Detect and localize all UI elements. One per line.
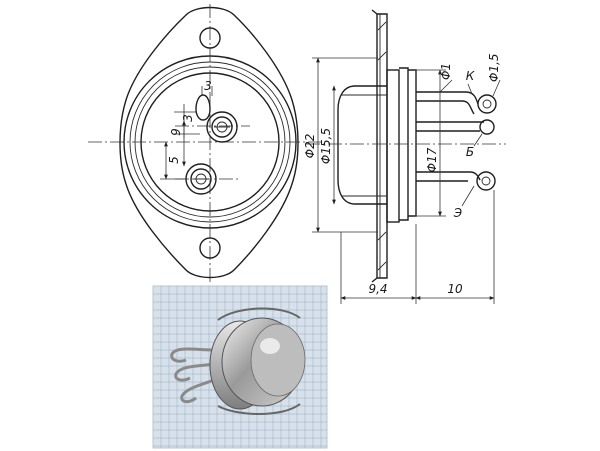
side-hatch <box>377 21 387 271</box>
lead-emitter <box>416 171 496 191</box>
dim-label-body-diameter: Φ17 <box>425 147 439 172</box>
dim-label-pad-width: 3 <box>204 79 212 93</box>
dim-label-pad-height: 3 <box>181 114 195 122</box>
leader-collector <box>467 83 473 95</box>
leader-base <box>473 133 483 147</box>
dim-label-lead-diameter: Φ1 <box>439 63 453 80</box>
side-view: Φ22 Φ15,5 Φ17 Φ1 Φ1,5 К Б Э 9,4 10 <box>303 9 506 304</box>
dim-label-body-length: 9,4 <box>368 282 387 296</box>
flange-outline <box>119 6 299 279</box>
pin-lower <box>185 163 217 195</box>
pin-upper <box>206 111 238 143</box>
leader-lead-diameter <box>439 79 453 93</box>
side-base <box>386 69 400 223</box>
dim-label-pin-offset: 5 <box>167 156 181 164</box>
lead-label-collector: К <box>466 69 475 83</box>
side-dome <box>337 85 387 205</box>
leader-lug-diameter <box>492 79 501 97</box>
lead-label-emitter: Э <box>453 206 463 220</box>
side-flange <box>376 13 388 279</box>
leader-emitter <box>461 185 475 207</box>
dim-label-lug-diameter: Φ1,5 <box>487 53 501 82</box>
transistor-photo <box>152 285 328 449</box>
front-view: 3 3 9 5 <box>88 4 322 282</box>
lead-label-base: Б <box>466 145 474 159</box>
lead-base <box>416 119 495 135</box>
small-pad <box>195 94 211 121</box>
lead-collector <box>416 91 497 115</box>
dim-label-outer-diameter: Φ22 <box>303 134 317 159</box>
dim-label-pin-spacing: 9 <box>169 128 183 136</box>
dim-label-lead-length: 10 <box>447 282 463 296</box>
dim-label-inner-diameter: Φ15,5 <box>319 128 333 164</box>
